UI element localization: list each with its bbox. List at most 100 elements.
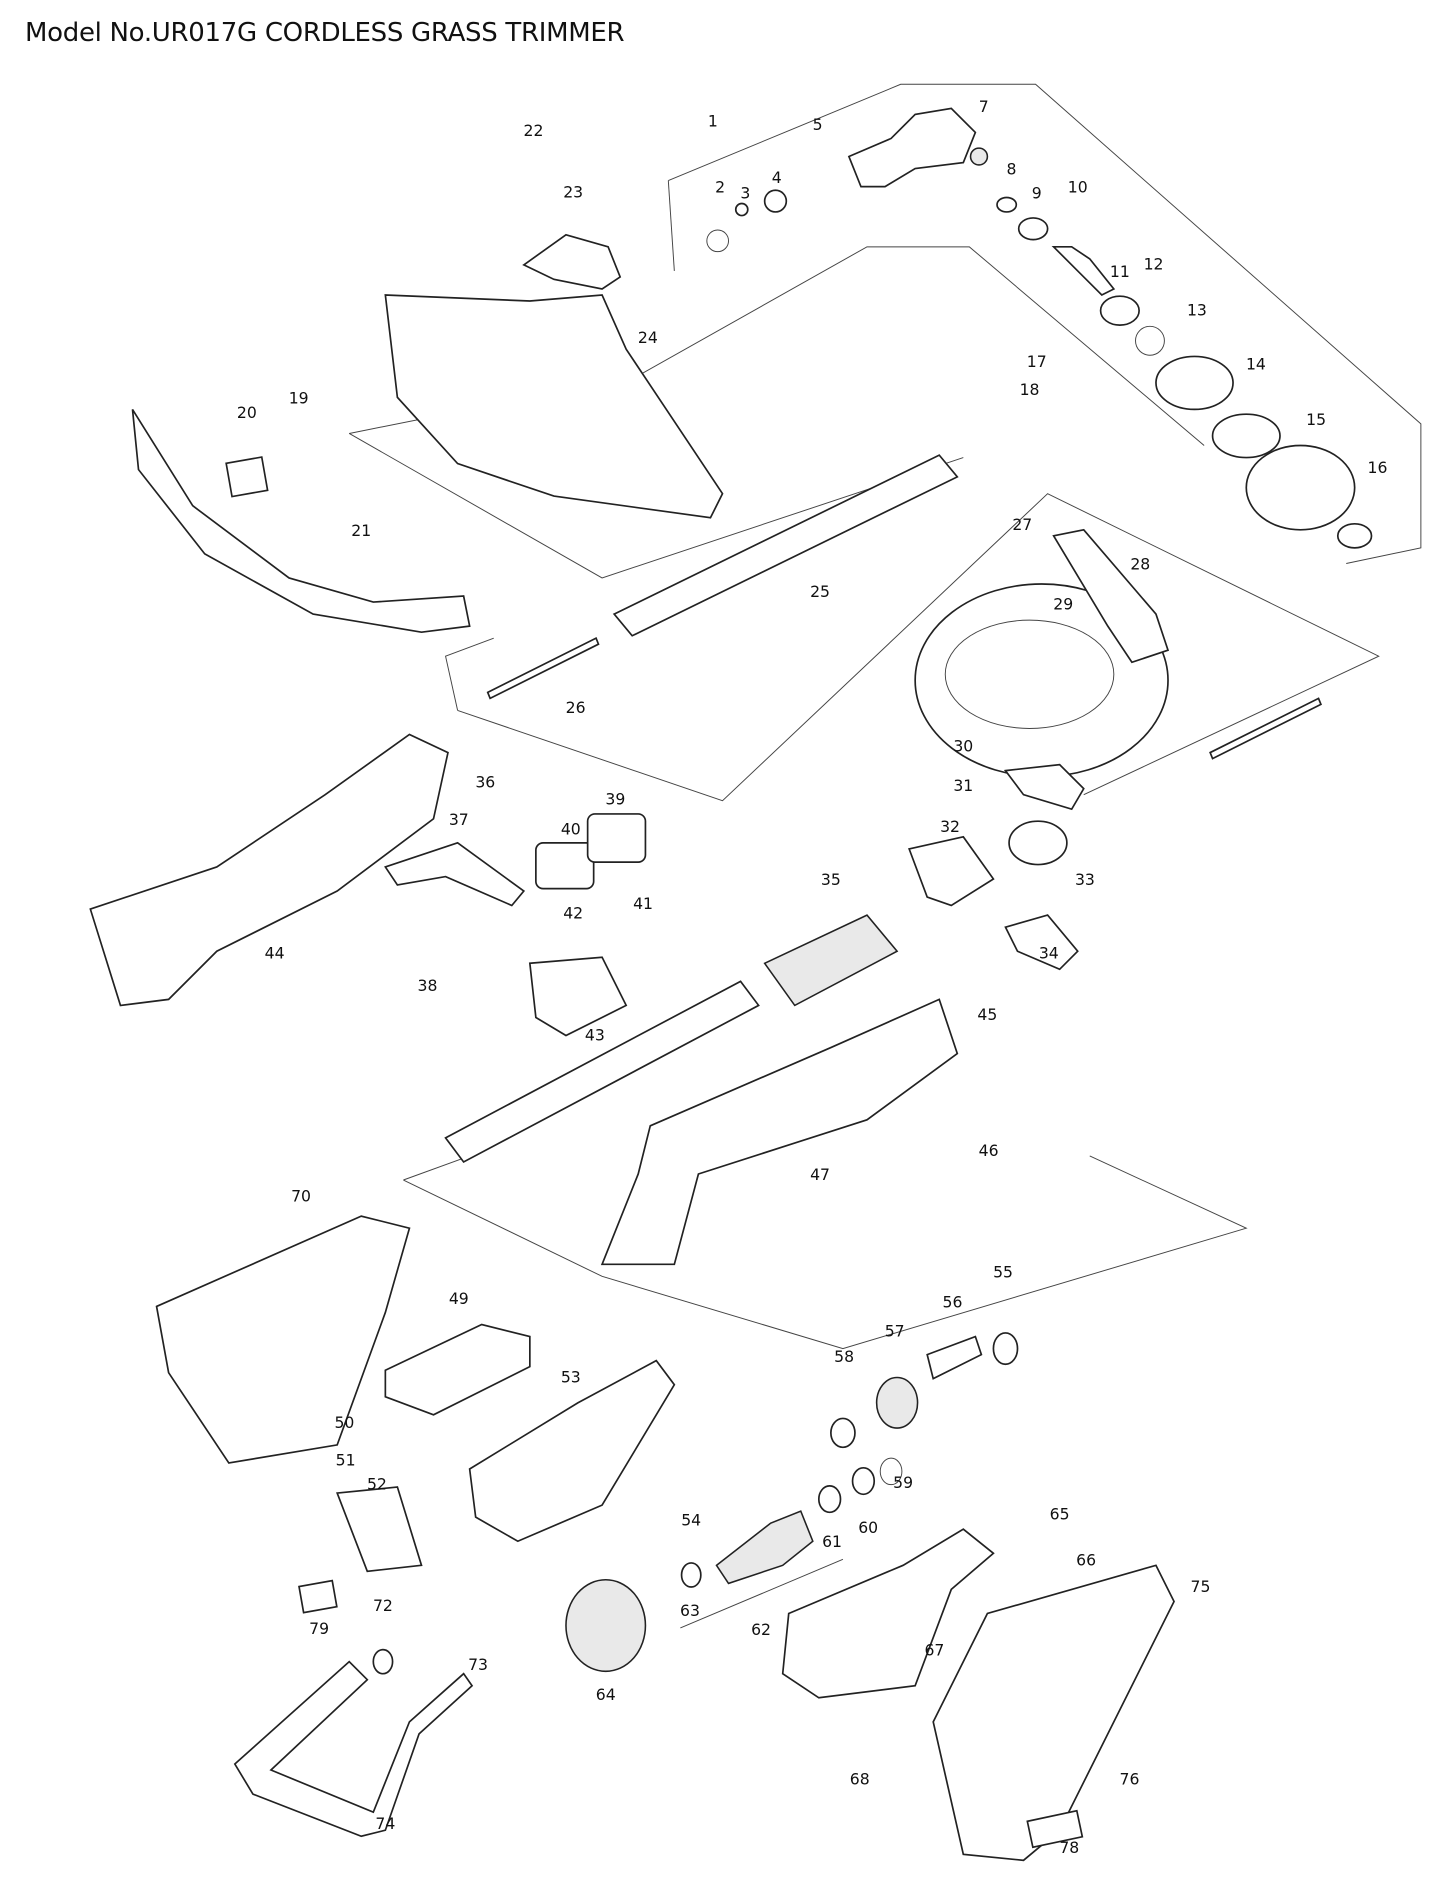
shaft-part: [486, 637, 600, 700]
part-number-label: 35: [821, 870, 841, 889]
bearing-part: [851, 1466, 876, 1496]
part-number-label: 67: [924, 1641, 944, 1660]
nut-part: [969, 147, 989, 166]
part-number-label: 7: [979, 97, 989, 116]
nut-part: [1336, 522, 1373, 549]
part-number-label: 10: [1068, 178, 1088, 197]
shaft-part: [926, 1335, 983, 1380]
part-number-label: 30: [953, 736, 973, 755]
guard-blade-part: [131, 408, 471, 634]
part-number-label: 32: [940, 817, 960, 836]
guard-part: [384, 294, 724, 519]
part-number-label: 8: [1007, 160, 1017, 179]
part-number-label: 34: [1039, 943, 1059, 962]
switch-part: [528, 956, 628, 1037]
part-number-label: 25: [810, 582, 830, 601]
part-number-label: 26: [566, 698, 586, 717]
gear-part: [875, 1376, 919, 1429]
part-number-label: 73: [468, 1655, 488, 1674]
label-part: [225, 456, 269, 498]
snap-ring-part: [1135, 325, 1165, 356]
gear-head-part: [847, 107, 977, 188]
part-number-label: 23: [563, 182, 583, 201]
controller-part: [384, 1323, 531, 1416]
part-number-label: 41: [633, 894, 653, 913]
snap-ring-part: [706, 229, 730, 253]
part-number-label: 40: [561, 819, 581, 838]
part-number-label: 66: [1076, 1550, 1096, 1569]
part-number-label: 5: [813, 115, 823, 134]
bearing-part: [817, 1485, 842, 1514]
rear-cover-part: [932, 1564, 1175, 1862]
part-number-label: 3: [740, 184, 750, 203]
bearing-part: [1099, 295, 1140, 326]
part-number-label: 33: [1075, 870, 1095, 889]
part-number-label: 17: [1027, 352, 1047, 371]
part-number-label: 61: [822, 1532, 842, 1551]
rotor-part: [715, 1510, 814, 1585]
part-number-label: 42: [563, 904, 583, 923]
part-number-label: 44: [265, 943, 285, 962]
handle-grip-part: [1052, 528, 1170, 664]
washer-part: [996, 196, 1018, 213]
part-number-label: 45: [977, 1005, 997, 1024]
part-number-label: 39: [605, 789, 625, 808]
part-number-label: 12: [1144, 255, 1164, 274]
disc-part: [1155, 355, 1234, 411]
part-number-label: 53: [561, 1367, 581, 1386]
part-number-label: 2: [715, 178, 725, 197]
part-number-label: 63: [680, 1601, 700, 1620]
ring-part: [734, 202, 749, 217]
part-number-label: 49: [449, 1289, 469, 1308]
grip-part: [763, 914, 899, 1007]
bail-handle-part: [233, 1660, 474, 1838]
part-number-label: 59: [893, 1473, 913, 1492]
bearing-part: [763, 189, 788, 213]
part-number-label: 14: [1246, 355, 1266, 374]
part-number-label: 57: [885, 1322, 905, 1341]
part-number-label: 56: [943, 1293, 963, 1312]
part-number-label: 21: [351, 521, 371, 540]
part-number-label: 43: [585, 1025, 605, 1044]
shaft-tube-part: [612, 454, 959, 637]
cover-disc-part: [1245, 444, 1356, 531]
panel-part: [586, 813, 647, 863]
part-number-label: 16: [1368, 458, 1388, 477]
part-number-label: 22: [524, 121, 544, 140]
loop-handle-inner: [944, 619, 1115, 729]
panel-part: [535, 842, 595, 890]
spindle-part: [1051, 245, 1116, 297]
bearing-part: [680, 1562, 702, 1588]
stator-part: [565, 1578, 647, 1673]
rear-handle-part: [600, 998, 959, 1266]
part-number-label: 18: [1020, 380, 1040, 399]
part-number-label: 79: [309, 1619, 329, 1638]
washer-part: [1017, 217, 1049, 241]
sleeve-part: [1008, 820, 1068, 866]
part-number-label: 75: [1191, 1577, 1211, 1596]
part-number-label: 60: [858, 1518, 878, 1537]
part-number-label: 13: [1187, 300, 1207, 319]
cap-part: [372, 1648, 394, 1675]
bearing-part: [830, 1417, 856, 1449]
parts: [89, 107, 1373, 1862]
lower-tube-part: [444, 980, 760, 1164]
part-number-label: 1: [708, 111, 718, 130]
part-number-label: 24: [638, 328, 658, 347]
clamp-part: [1003, 763, 1085, 811]
bracket-part: [522, 233, 622, 290]
bearing-part: [992, 1332, 1019, 1366]
disc-part: [1211, 413, 1281, 459]
part-number-label: 50: [334, 1413, 354, 1432]
part-number-label: 11: [1110, 262, 1130, 281]
clamp-part: [1004, 914, 1079, 971]
ring-part: [879, 1457, 903, 1486]
part-number-label: 37: [449, 810, 469, 829]
part-number-label: 65: [1050, 1505, 1070, 1524]
part-number-label: 62: [751, 1620, 771, 1639]
part-number-label: 47: [810, 1165, 830, 1184]
part-number-label: 68: [850, 1769, 870, 1788]
label-part: [1026, 1809, 1084, 1849]
part-number-label: 54: [681, 1511, 701, 1530]
